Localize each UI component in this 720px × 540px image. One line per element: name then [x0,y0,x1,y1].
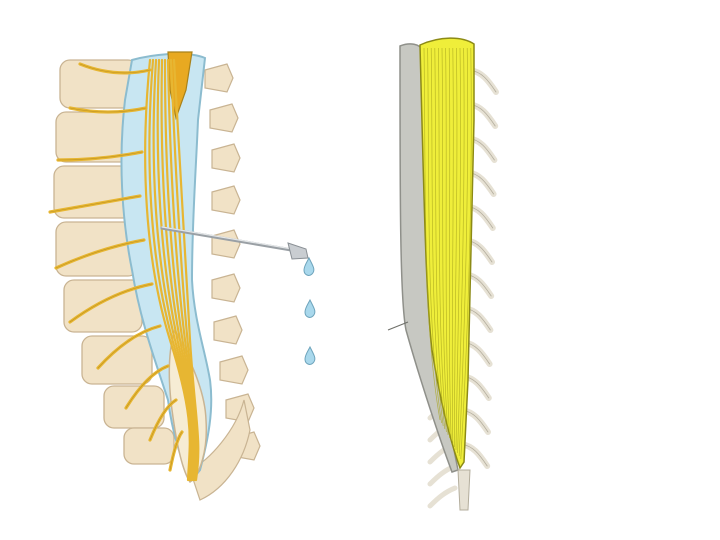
exiting-nerve-outline [97,325,161,369]
nerve-fiber [430,47,444,427]
nerve-fiber [441,47,449,436]
exiting-nerve-outline [57,151,143,161]
nerve-fiber [458,47,469,457]
nerve-fiber [457,47,465,454]
cauda-equina-illustration [387,37,499,511]
exiting-nerve-outline [125,365,169,409]
nerve-fiber [451,47,454,445]
nerve-fibers [423,47,472,460]
nerve-fiber [448,47,452,442]
spinous-process [211,273,241,303]
exiting-nerve-outline [79,63,151,74]
sacrum [189,399,251,501]
csf-droplet-icon [304,345,316,365]
dura-edge-line [387,321,409,331]
exiting-nerve-outline [169,431,183,471]
nerve-fiber [460,47,472,460]
spinous-processes [189,63,261,501]
nerve-fiber [455,47,461,451]
exiting-nerve-outline [69,107,147,113]
nerve-root-left [427,485,458,509]
spinous-process [219,355,249,385]
exiting-nerve-outline [69,283,153,323]
spinal-nerve-roots [48,62,184,472]
vertebral-body [63,279,143,333]
vertebral-body [123,427,175,465]
exiting-nerve-outline [49,195,141,213]
filum-terminale [457,469,471,511]
csf-droplets [303,256,316,365]
lumbar-puncture-illustration [48,51,316,501]
nerve-root-strand [172,58,200,482]
nerve-fiber [438,47,447,433]
syringe-needle-icon [160,226,309,260]
vertebral-body [81,335,153,385]
exiting-nerve-outline [149,399,177,441]
csf-droplet-icon [304,298,316,318]
nerve-fiber [427,47,442,424]
nerve-fiber [454,47,458,448]
nerve-fiber [423,47,441,421]
cauda-equina-roots [144,58,200,482]
spinous-process [204,63,234,93]
csf-droplet-icon [303,256,315,276]
spinous-process [209,103,239,133]
spinous-process [213,315,243,345]
nerve-fiber [445,47,450,439]
spinous-process [211,185,241,215]
nerve-fiber [434,47,446,430]
exiting-nerve-outline [55,239,145,269]
vertebral-body [103,385,165,429]
vertebral-bodies [53,59,175,465]
spinous-process [211,143,241,173]
